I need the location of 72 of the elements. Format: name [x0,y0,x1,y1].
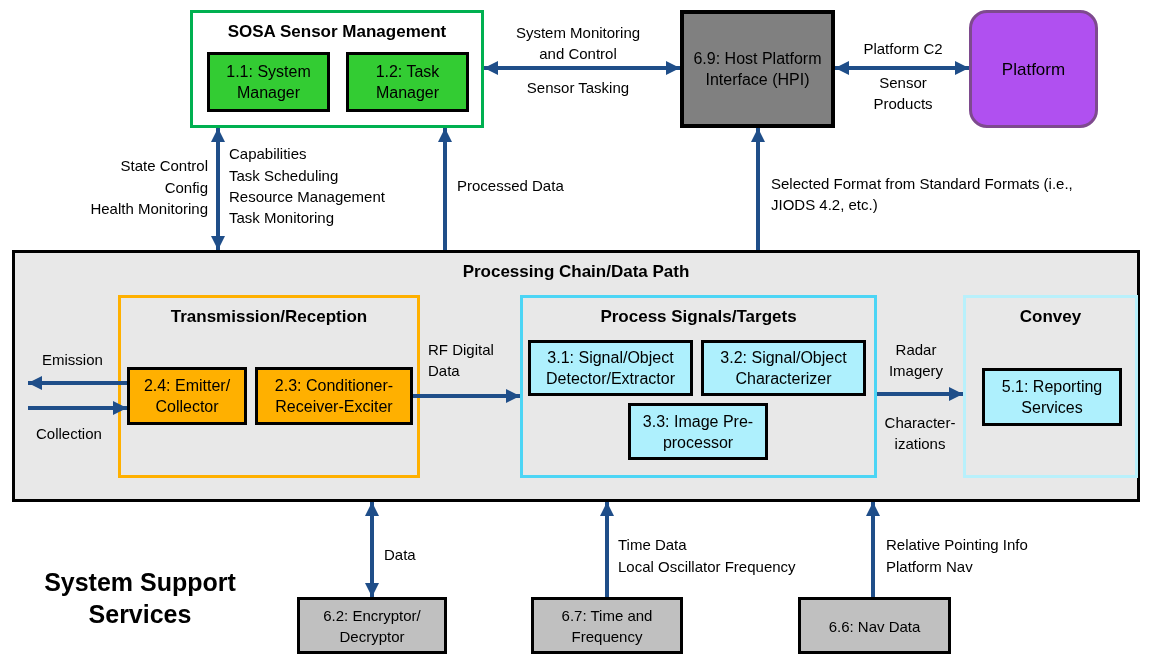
group-title: Processing Chain/Data Path [461,261,691,282]
arrow [484,61,680,75]
arrow [751,128,765,250]
box-label: 2.3: Conditioner-Receiver-Exciter [273,376,395,417]
arrow [877,387,963,401]
edge-label: Data [384,545,417,565]
box-label: 3.3: Image Pre-processor [641,411,755,453]
box-label: 6.7: Time and Frequency [560,605,654,647]
group-title: SOSA Sensor Management [226,21,448,42]
process-box [207,52,330,112]
box-label: 1.2: Task Manager [374,62,441,103]
edge-label: Relative Pointing Info [886,535,1029,555]
process-box [346,52,469,112]
box-label: 6.6: Nav Data [827,616,922,636]
group-title: Transmission/Reception [169,306,369,327]
box-label: 1.1: System Manager [225,62,312,103]
edge-label: Emission [42,350,104,370]
group-panel [12,250,1140,502]
service-box [798,597,951,654]
edge-label: Platform C2 [862,39,944,59]
service-box [297,597,447,654]
annotation-text: Config [163,178,208,198]
process-box [701,340,866,396]
edge-label: Time Data [618,535,688,555]
box-label: 2.4: Emitter/ Collector [142,376,232,417]
annotation-text: Capabilities [229,144,308,164]
annotation-text: Health Monitoring [89,199,208,219]
process-box [528,340,693,396]
process-box [628,403,768,460]
edge-label: System Monitoring and Control [514,23,642,64]
process-box [680,10,835,128]
edge-label: RF Digital Data [428,340,495,381]
box-label: 6.9: Host Platform Interface (HPI) [692,49,823,90]
process-box [982,368,1122,426]
annotation-text: Sensor Tasking [525,78,631,98]
group-title: Process Signals/Targets [599,306,798,327]
box-label: 3.1: Signal/Object Detector/Extractor [545,348,676,389]
arrow [438,128,452,250]
annotation-text: State Control [119,156,208,176]
edge-label: Radar Imagery [887,340,945,381]
arrow [28,401,127,415]
box-label: Platform [1000,58,1067,80]
arrow [600,502,614,597]
group-panel [963,295,1138,478]
box-label: 5.1: Reporting Services [1000,377,1104,418]
arrow [835,61,969,75]
edge-label: Collection [36,424,103,444]
section-title: System Support Services [43,567,237,630]
arrow [413,389,520,403]
arrow [28,376,127,390]
annotation-text: Character-izations [883,413,957,454]
group-panel [118,295,420,478]
arrow [365,502,379,597]
group-title: Convey [1018,306,1083,327]
annotation-text: Sensor Products [872,73,934,114]
annotation-text: Resource Management [229,187,386,207]
process-box [255,367,413,425]
edge-label: Processed Data [457,176,565,196]
arrow [866,502,880,597]
box-label: 6.2: Encryptor/ Decryptor [322,605,422,647]
annotation-text: Task Monitoring [229,208,336,228]
box-label: 3.2: Signal/Object Characterizer [719,348,848,389]
arrow [211,128,225,250]
group-panel [520,295,877,478]
annotation-text: Platform Nav [886,557,974,577]
annotation-text: Local Oscillator Frequency [618,557,797,577]
edge-label: Selected Format from Standard Formats (i.e., JIODS 4.2, etc.) [771,174,1074,215]
process-box [127,367,247,425]
external-box [969,10,1098,128]
annotation-text: Task Scheduling [229,166,340,186]
service-box [531,597,683,654]
group-panel [190,10,484,128]
